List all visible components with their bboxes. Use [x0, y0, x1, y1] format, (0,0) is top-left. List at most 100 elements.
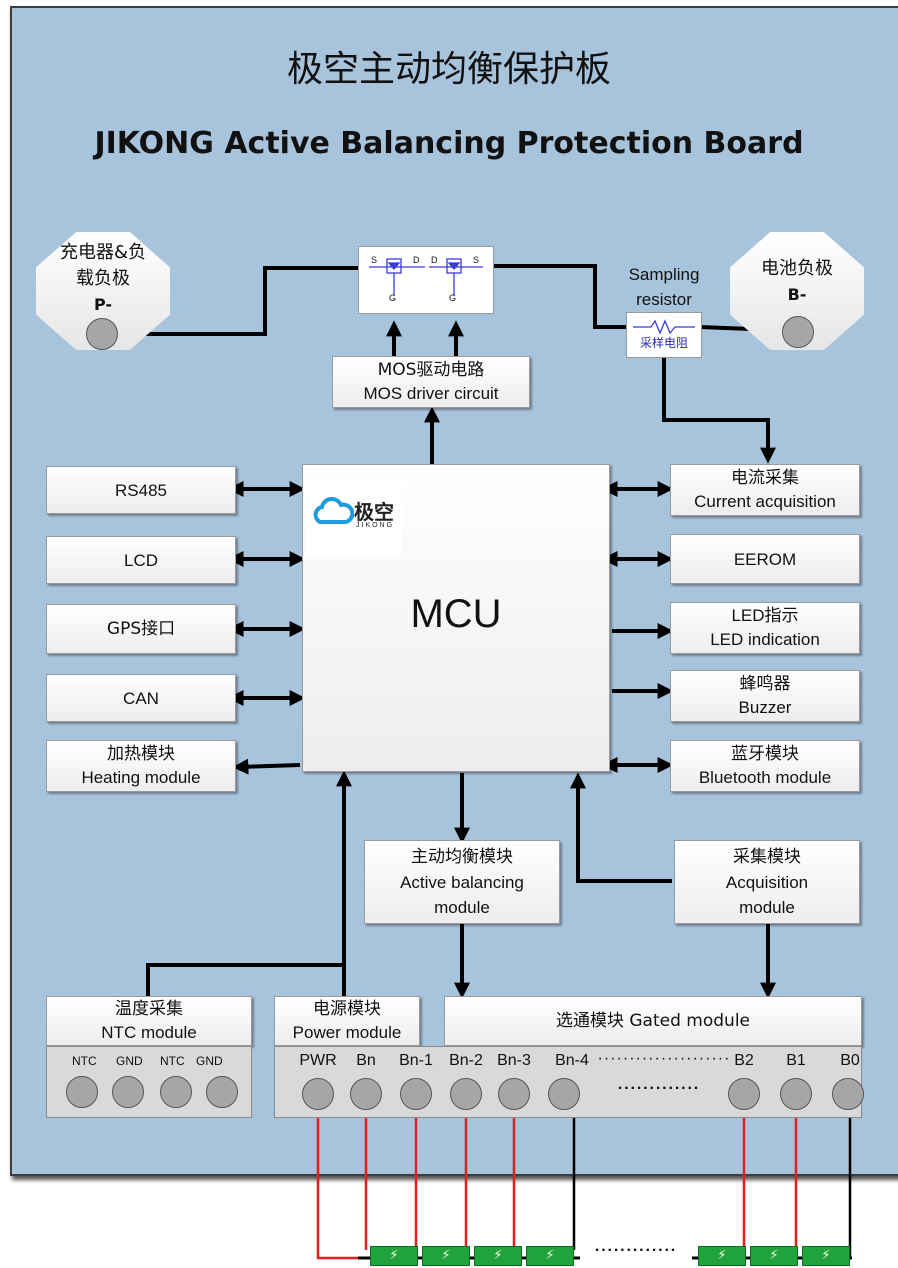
pin-label-bn-2: Bn-2: [449, 1052, 483, 1069]
ntc-pin-label-3: NTC: [160, 1054, 185, 1068]
gps-label: GPS接口: [106, 618, 176, 639]
connector-pin-bn: [350, 1078, 382, 1110]
connector-pin-bn-2: [450, 1078, 482, 1110]
eerom-label: EEROM: [733, 549, 797, 569]
bluetooth-cn: 蓝牙模块: [731, 744, 799, 764]
lcd-label: LCD: [123, 550, 158, 570]
current-cn: 电流采集: [731, 468, 799, 488]
heating-en: Heating module: [81, 768, 201, 787]
logo-en: JIKONG: [356, 522, 395, 529]
current-en: Current acquisition: [694, 492, 836, 511]
pin-label-bn-4: Bn-4: [555, 1052, 589, 1069]
connector-pin-pwr: [302, 1078, 334, 1110]
resistor-icon: [633, 319, 695, 335]
pin-dots-mid: ·············: [617, 1080, 701, 1097]
bluetooth-en: Bluetooth module: [698, 768, 832, 787]
acquisition-en2: module: [739, 897, 795, 917]
title-chinese: 极空主动均衡保护板: [286, 49, 611, 90]
arrow-acquisition-to-mcu: [570, 772, 672, 883]
battery-cell-icon: ⚡: [370, 1246, 418, 1266]
battery-cell-icon: ⚡: [422, 1246, 470, 1266]
pin-label-b1: B1: [786, 1052, 806, 1069]
connector-pin-bn-3: [498, 1078, 530, 1110]
sampling-resistor: 采样电阻: [626, 312, 702, 358]
wire-resistor-to-current: [662, 358, 776, 464]
pin-label-bn: Bn: [356, 1052, 376, 1069]
mos-switch-icon: [369, 258, 483, 295]
cloud-logo-icon: [313, 496, 354, 524]
balancing-cn: 主动均衡模块: [411, 846, 513, 867]
mos-driver-en: MOS driver circuit: [363, 384, 499, 403]
sampling-line2: resistor: [636, 290, 692, 309]
heating-box: 加热模块 Heating module: [46, 740, 236, 792]
connector-pin-bn-1: [400, 1078, 432, 1110]
ntc-en: NTC module: [101, 1023, 197, 1042]
mos-d2-label: D: [431, 255, 438, 265]
rs485-box: RS485: [46, 466, 236, 514]
can-label: CAN: [123, 688, 159, 708]
mos-g2-label: G: [449, 293, 457, 303]
arrow-heating: [232, 758, 301, 775]
rs485-label: RS485: [115, 480, 167, 500]
charger-pole-line1: 充电器&负: [59, 242, 147, 263]
pin-label-bn-3: Bn-3: [497, 1052, 531, 1069]
lcd-box: LCD: [46, 536, 236, 584]
ntc-pin-3: [160, 1076, 192, 1108]
gated-module-box: 选通模块 Gated module: [444, 996, 862, 1046]
heating-cn: 加热模块: [107, 744, 175, 764]
battery-cell-icon: ⚡: [526, 1246, 574, 1266]
bluetooth-box: 蓝牙模块 Bluetooth module: [670, 740, 860, 792]
ntc-pin-4: [206, 1076, 238, 1108]
battery-pole-pin-label: B-: [787, 285, 807, 304]
mos-d1-label: D: [413, 255, 420, 265]
buzzer-cn: 蜂鸣器: [739, 674, 791, 694]
sampling-resistor-label: Sampling resistor: [616, 262, 712, 312]
mos-driver-cn: MOS驱动电路: [377, 360, 485, 380]
ntc-pin-1: [66, 1076, 98, 1108]
ntc-pin-label-4: GND: [196, 1054, 223, 1068]
battery-cell-icon: ⚡: [802, 1246, 850, 1266]
connector-pin-b1: [780, 1078, 812, 1110]
power-module-box: 电源模块 Power module: [274, 996, 420, 1046]
mcu-label: MCU: [410, 592, 502, 636]
mos-switch: S D D S G G: [358, 246, 494, 314]
acquisition-cn: 采集模块: [733, 846, 801, 867]
title-english: JIKONG Active Balancing Protection Board: [94, 126, 804, 161]
led-en: LED indication: [710, 630, 820, 649]
mos-g1-label: G: [389, 293, 397, 303]
pin-label-b0: B0: [840, 1052, 860, 1069]
wire-mos-to-resistor: [490, 264, 628, 329]
logo-cn: 极空: [354, 500, 394, 524]
pin-label-b2: B2: [734, 1052, 754, 1069]
b-minus-terminal: [782, 316, 814, 348]
wire-p-minus: [102, 266, 362, 336]
charger-pole-line2: 载负极: [76, 268, 130, 289]
power-en: Power module: [292, 1023, 402, 1042]
ntc-pin-label-1: NTC: [72, 1054, 97, 1068]
buzzer-box: 蜂鸣器 Buzzer: [670, 670, 860, 722]
pin-label-bn-1: Bn-1: [399, 1052, 433, 1069]
charger-pole-pin-label: P-: [93, 295, 113, 314]
led-box: LED指示 LED indication: [670, 602, 860, 654]
pin-dots-top: ·····················: [597, 1050, 731, 1067]
battery-pole-line1: 电池负极: [761, 258, 833, 279]
connector-pin-b0: [832, 1078, 864, 1110]
balancing-en1: Active balancing: [400, 872, 524, 892]
arrow-ntc-to-mcu: [146, 770, 352, 996]
current-acquisition-box: 电流采集 Current acquisition: [670, 464, 860, 516]
ntc-cn: 温度采集: [115, 999, 183, 1019]
balancing-en2: module: [434, 897, 490, 917]
gated-label: 选通模块 Gated module: [555, 1010, 751, 1031]
connector-pin-b2: [728, 1078, 760, 1110]
sampling-resistor-cn: 采样电阻: [639, 336, 688, 350]
wire-pwr: [316, 1110, 372, 1260]
charger-pole-label: 充电器&负 载负极 P-: [36, 240, 170, 318]
can-box: CAN: [46, 674, 236, 722]
ntc-pin-2: [112, 1076, 144, 1108]
pin-label-pwr: PWR: [299, 1052, 337, 1069]
buzzer-en: Buzzer: [738, 698, 792, 717]
cell-dots: ·············: [594, 1242, 678, 1259]
active-balancing-box: 主动均衡模块 Active balancing module: [364, 840, 560, 924]
eerom-box: EEROM: [670, 534, 860, 584]
battery-pole-label: 电池负极 B-: [730, 256, 864, 308]
